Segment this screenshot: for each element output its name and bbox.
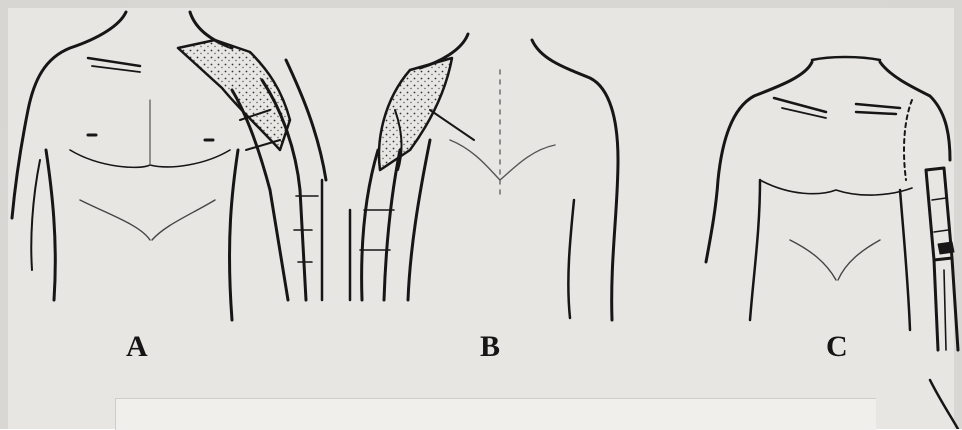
figure-b-back — [420, 34, 618, 320]
figure-a-cast — [178, 40, 326, 300]
caption-strip — [115, 398, 876, 430]
panel-label-c: C — [826, 332, 848, 362]
figure-c-torso — [706, 57, 950, 330]
panel-label-a: A — [126, 332, 148, 362]
figure-b-cast — [350, 58, 452, 300]
panel-label-b: B — [480, 332, 500, 362]
